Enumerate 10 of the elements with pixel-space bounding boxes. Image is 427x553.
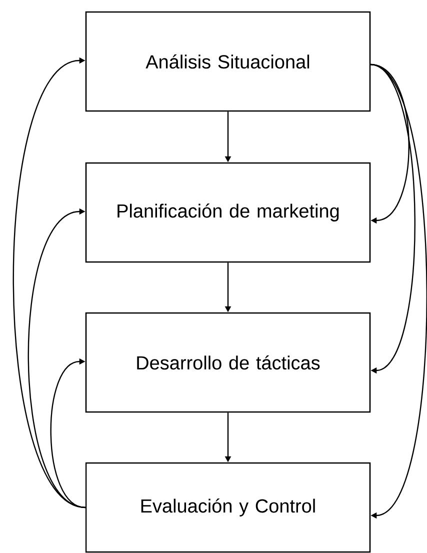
process-box: Análisis Situacional bbox=[85, 11, 371, 112]
arrow bbox=[370, 64, 427, 519]
arrow bbox=[12, 57, 86, 508]
arrow bbox=[370, 64, 416, 374]
arrow bbox=[28, 208, 86, 508]
arrow bbox=[50, 358, 86, 508]
process-box: Evaluación y Control bbox=[85, 462, 371, 553]
process-box: Desarrollo de tácticas bbox=[85, 312, 371, 413]
process-box: Planificación de marketing bbox=[85, 162, 371, 263]
arrow bbox=[370, 64, 410, 224]
